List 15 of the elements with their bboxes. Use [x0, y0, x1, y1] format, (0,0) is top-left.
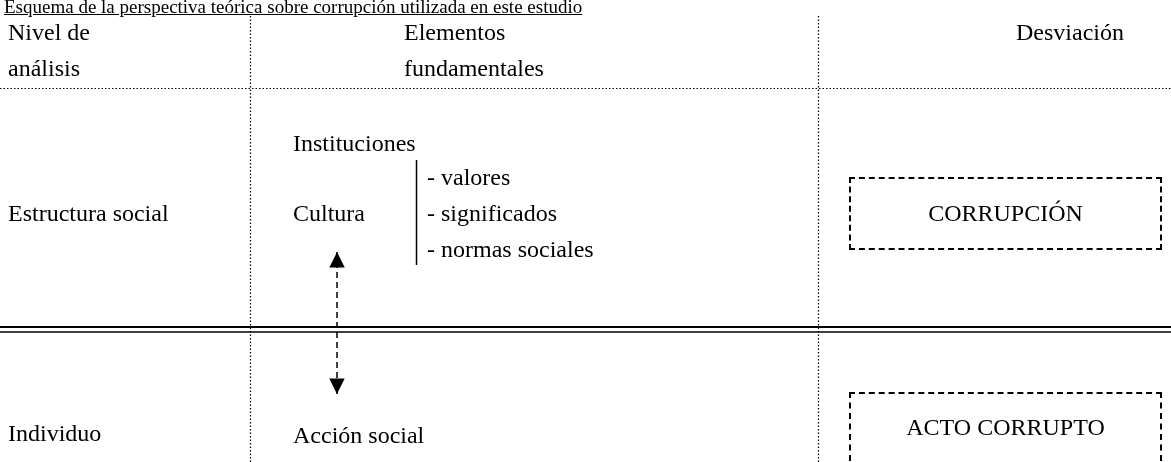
list-item: - normas sociales [427, 235, 594, 264]
dashed-box: ACTO CORRUPTO [849, 392, 1162, 462]
concept-label: Acción social [293, 398, 453, 450]
double-arrow [329, 251, 345, 395]
row-label: Instituciones [293, 129, 416, 158]
row-label: Individuo [8, 419, 102, 448]
dashed-box: CORRUPCIÓN [849, 177, 1162, 250]
column-header: Desviación [1015, 18, 1125, 47]
title: Esquema de la perspectiva teórica sobre corrupción utilizada en este estudio [4, 0, 583, 18]
list-item: - valores [427, 163, 511, 192]
list-item: - significados [427, 199, 557, 228]
row-label: Estructura social [8, 199, 169, 228]
column-header: Elementos fundamentales [404, 18, 545, 83]
column-header: Nivel de análisis [8, 18, 91, 83]
concept-label: Cultura [293, 198, 385, 248]
